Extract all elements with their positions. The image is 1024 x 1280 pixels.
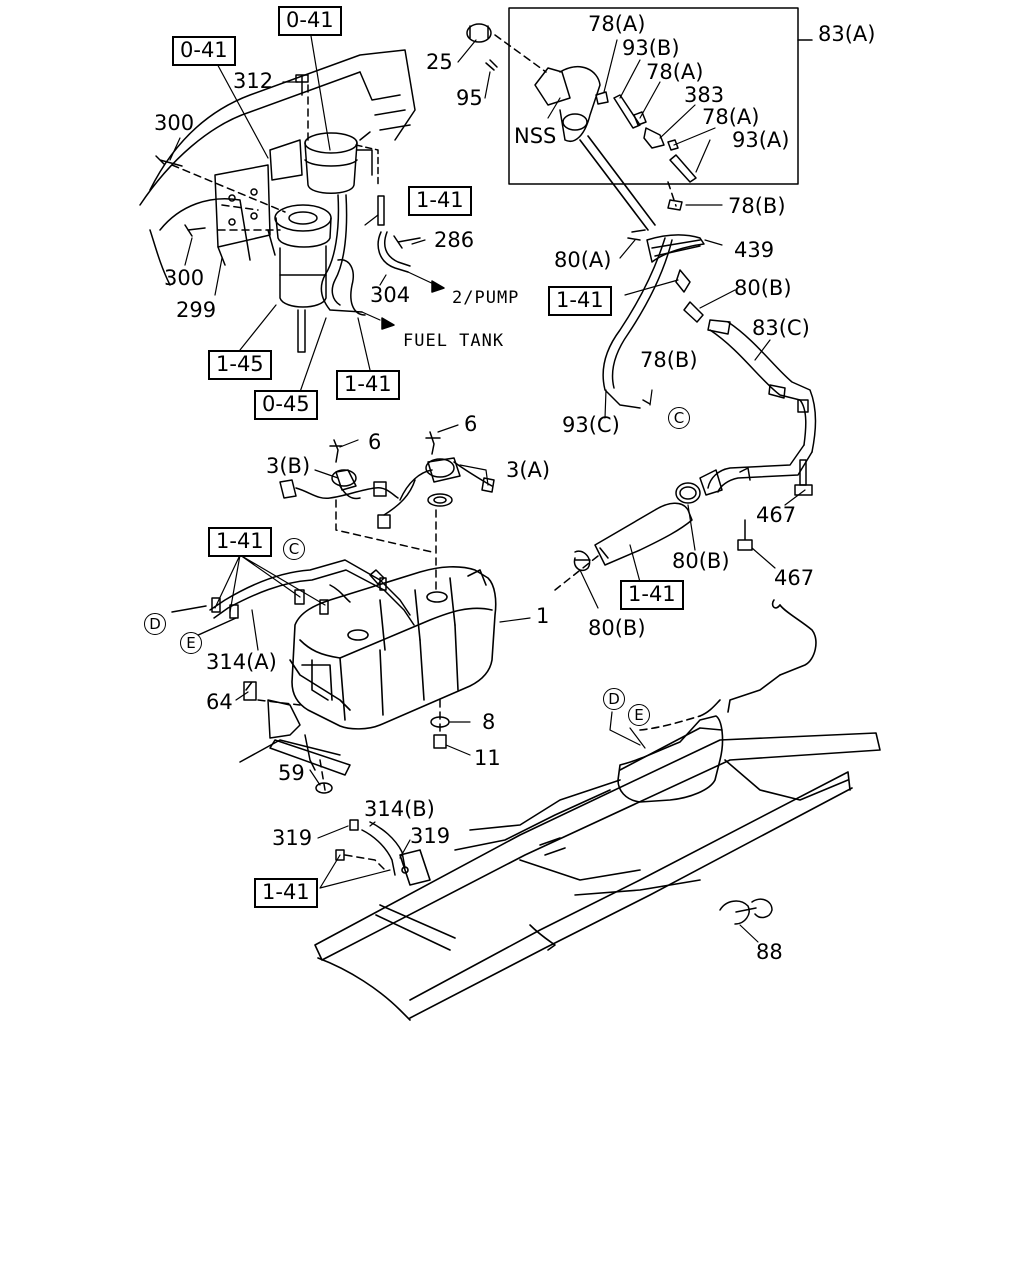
ref-circle-d-tank: D (144, 613, 166, 635)
callout-0-41-left: 0-41 (172, 36, 236, 66)
callout-319-a: 319 (272, 826, 313, 850)
callout-93a: 93(A) (732, 128, 790, 152)
chassis-frame (314, 599, 881, 1021)
callout-1-41-tank-line: 1-41 (336, 370, 400, 400)
callout-467-a: 467 (756, 503, 797, 527)
vent-hose (335, 819, 773, 925)
callout-0-41-top: 0-41 (278, 6, 342, 36)
filler-neck-group-frame (508, 7, 799, 185)
callout-1-41-frame: 1-41 (254, 878, 318, 908)
callout-300-a: 300 (154, 111, 195, 135)
callout-467-b: 467 (774, 566, 815, 590)
callout-80b-1: 80(B) (734, 276, 792, 300)
ref-circle-c-pipe: C (668, 407, 690, 429)
callout-383: 383 (684, 83, 725, 107)
tank-bracket (239, 681, 450, 794)
callout-299: 299 (176, 298, 217, 322)
callout-83a: 83(A) (818, 22, 876, 46)
callout-78a-1: 78(A) (588, 12, 646, 36)
callout-312: 312 (233, 69, 274, 93)
callout-3b: 3(B) (266, 454, 311, 478)
callout-1: 1 (536, 604, 550, 628)
callout-80b-3: 80(B) (588, 616, 646, 640)
callout-439: 439 (734, 238, 775, 262)
callout-95: 95 (456, 86, 483, 110)
callout-1-41-neck: 1-41 (548, 286, 612, 316)
callout-1-41-hose: 1-41 (620, 580, 684, 610)
callout-25: 25 (426, 50, 453, 74)
callout-6-b: 6 (464, 412, 478, 436)
callout-314b: 314(B) (364, 797, 435, 821)
callout-59: 59 (278, 761, 305, 785)
callout-1-41-tank: 1-41 (208, 527, 272, 557)
callout-78a-2: 78(A) (646, 60, 704, 84)
callout-0-45: 0-45 (254, 390, 318, 420)
ref-circle-c-tank: C (283, 538, 305, 560)
callout-78a-3: 78(A) (702, 105, 760, 129)
callout-300-b: 300 (164, 266, 205, 290)
callout-6-a: 6 (368, 430, 382, 454)
ref-circle-d-frame: D (603, 688, 625, 710)
fuel-filter-assembly (155, 74, 373, 353)
ref-circle-e-tank: E (180, 632, 202, 654)
callout-78b-1: 78(B) (728, 194, 786, 218)
callout-304: 304 (370, 283, 411, 307)
callout-1-41-filter: 1-41 (408, 186, 472, 216)
ref-circle-e-frame: E (628, 704, 650, 726)
cab-body-outline (139, 49, 416, 286)
callout-286: 286 (434, 228, 475, 252)
callout-80a: 80(A) (554, 248, 612, 272)
leader-lines (169, 29, 806, 943)
filter-locator-lines (171, 84, 309, 231)
callout-1-45: 1-45 (208, 350, 272, 380)
callout-64: 64 (206, 690, 233, 714)
tank-breather-lines (171, 559, 415, 637)
fuel-sender-units (279, 431, 495, 591)
callout-11: 11 (474, 746, 501, 770)
label-fuel-tank: FUEL TANK (403, 331, 505, 351)
callout-88: 88 (756, 940, 783, 964)
fuel-tank (289, 566, 497, 730)
label-nss: NSS (514, 124, 557, 148)
callout-80b-2: 80(B) (672, 549, 730, 573)
callout-83c: 83(C) (752, 316, 810, 340)
filler-neck-parts (466, 23, 697, 231)
callout-314a: 314(A) (206, 650, 277, 674)
callout-78b-2: 78(B) (640, 348, 698, 372)
callout-93b: 93(B) (622, 36, 680, 60)
callout-319-b: 319 (410, 824, 451, 848)
callout-3a: 3(A) (506, 458, 551, 482)
filler-pipe (602, 229, 817, 496)
filler-rubber-hose (554, 482, 753, 591)
callout-8: 8 (482, 710, 496, 734)
label-to-pump: 2/PUMP (452, 288, 520, 308)
callout-93c: 93(C) (562, 413, 620, 437)
